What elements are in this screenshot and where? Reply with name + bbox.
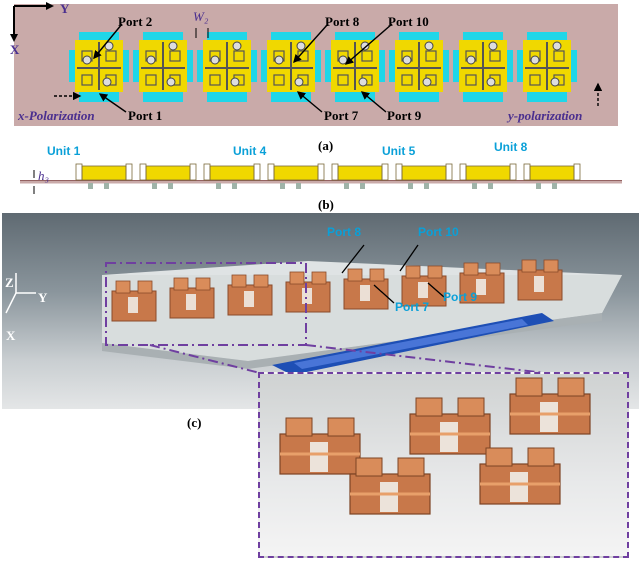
antenna-unit xyxy=(325,32,385,102)
y-polarization-label: y-polarization xyxy=(508,108,583,123)
axis-x-label-c: X xyxy=(6,328,16,343)
antenna-unit xyxy=(261,32,321,102)
port-10-label: Port 10 xyxy=(388,14,429,29)
antenna-unit xyxy=(453,32,513,102)
unit-8-label: Unit 8 xyxy=(494,140,528,154)
side-unit xyxy=(267,163,325,189)
photo-port-10-label: Port 10 xyxy=(418,225,459,239)
copper-unit xyxy=(285,271,331,313)
inset-copper-piece xyxy=(349,457,431,515)
array-side-view xyxy=(20,163,622,194)
zoomed-inset-photo xyxy=(258,372,629,558)
h3-label: h₃ xyxy=(38,168,50,183)
inset-illustration xyxy=(279,377,591,515)
port-8-label: Port 8 xyxy=(325,14,360,29)
copper-unit xyxy=(343,268,389,310)
axis-y-label: Y xyxy=(60,1,70,16)
side-unit xyxy=(395,163,453,189)
side-unit xyxy=(459,163,517,189)
photo-port-7-label: Port 7 xyxy=(395,300,430,314)
photo-port-8-label: Port 8 xyxy=(327,225,362,239)
antenna-unit xyxy=(517,32,577,102)
array-top-view xyxy=(69,32,577,102)
copper-unit xyxy=(517,259,563,301)
copper-unit xyxy=(227,274,273,316)
side-unit xyxy=(331,163,389,189)
inset-copper-piece xyxy=(509,377,591,435)
copper-unit xyxy=(111,280,157,322)
port-7-label: Port 7 xyxy=(324,108,359,123)
copper-unit xyxy=(459,262,505,304)
antenna-unit xyxy=(133,32,193,102)
caption-b: (b) xyxy=(318,197,334,212)
caption-a: (a) xyxy=(318,138,334,153)
side-unit xyxy=(139,163,197,189)
inset-copper-piece xyxy=(279,417,361,475)
antenna-unit xyxy=(197,32,257,102)
photo-port-9-label: Port 9 xyxy=(443,290,478,304)
x-polarization-label: x-Polarization xyxy=(18,108,95,123)
side-unit xyxy=(523,163,581,189)
port-1-label: Port 1 xyxy=(128,108,163,123)
inset-copper-piece xyxy=(479,447,561,505)
port-2-label: Port 2 xyxy=(118,14,153,29)
unit-4-label: Unit 4 xyxy=(233,144,267,158)
side-unit xyxy=(203,163,261,189)
copper-unit xyxy=(169,277,215,319)
caption-c: (c) xyxy=(187,415,202,430)
unit-1-label: Unit 1 xyxy=(47,144,81,158)
antenna-unit xyxy=(389,32,449,102)
inset-copper-piece xyxy=(409,397,491,455)
port-arrows-a xyxy=(54,23,603,113)
unit-5-label: Unit 5 xyxy=(382,144,416,158)
axis-z-label-c: Z xyxy=(5,275,14,290)
port-9-label: Port 9 xyxy=(387,108,422,123)
top-view-panel xyxy=(14,4,618,126)
copper-unit xyxy=(401,265,447,307)
axis-arrows-a xyxy=(10,2,54,42)
axis-y-label-c: Y xyxy=(38,290,48,305)
side-unit xyxy=(75,163,133,189)
w2-label: W₂ xyxy=(193,9,209,24)
axis-x-label: X xyxy=(10,42,20,57)
photo-illustration xyxy=(5,244,622,376)
